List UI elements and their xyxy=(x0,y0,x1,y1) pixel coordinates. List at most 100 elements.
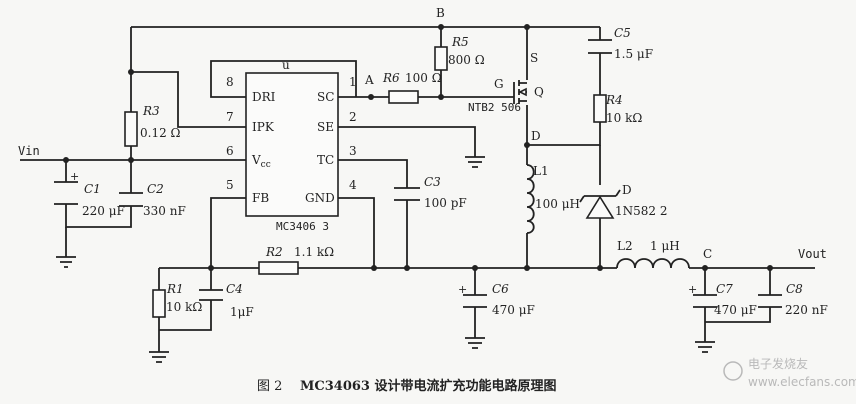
l1-value: 100 μH xyxy=(535,197,580,211)
r3-ref: R3 xyxy=(142,104,160,118)
d-ref: D xyxy=(622,183,632,197)
q-ref: Q xyxy=(534,85,544,99)
r2-value: 1.1 kΩ xyxy=(294,245,334,259)
c8-value: 220 nF xyxy=(785,303,828,317)
junction xyxy=(208,265,214,271)
c8-ref: C8 xyxy=(786,282,803,296)
capacitor-c5: C5 1.5 μF xyxy=(588,26,653,61)
c2-ref: C2 xyxy=(147,182,164,196)
vcc-sub: cc xyxy=(261,160,271,170)
caption-fig: 图 2 xyxy=(257,379,282,394)
ground-icon xyxy=(695,341,715,353)
junction xyxy=(702,265,708,271)
junction xyxy=(597,265,603,271)
junction xyxy=(524,142,530,148)
inductor-l2: L2 1 μH xyxy=(616,239,690,269)
ground-icon xyxy=(465,156,485,168)
c7-polarity: + xyxy=(688,283,697,296)
junction xyxy=(371,265,377,271)
junction xyxy=(767,265,773,271)
r1-ref: R1 xyxy=(166,282,184,296)
ground-icon xyxy=(56,256,76,268)
watermark: 电子发烧友 www.elecfans.com xyxy=(723,356,856,389)
resistor-r3: R3 0.12 Ω xyxy=(124,104,181,147)
ground-icon xyxy=(149,351,169,363)
d-value: 1N582 2 xyxy=(615,204,668,218)
ic-pin-num: 1 xyxy=(349,75,357,89)
watermark-text: 电子发烧友 xyxy=(748,356,808,371)
c1-ref: C1 xyxy=(84,182,101,196)
junctions xyxy=(63,24,773,271)
c3-value: 100 pF xyxy=(424,196,467,210)
l2-ref: L2 xyxy=(617,239,633,253)
ic-pin-num: 3 xyxy=(349,144,357,158)
node-u: u xyxy=(282,58,290,72)
junction xyxy=(438,24,444,30)
node-g: G xyxy=(494,77,504,91)
c5-ref: C5 xyxy=(614,26,631,40)
r3-value: 0.12 Ω xyxy=(140,126,181,140)
resistor-r5: R5 800 Ω xyxy=(434,35,485,71)
node-b: B xyxy=(436,6,445,20)
ic-mc34063: 8 DRI 7 IPK 6 Vcc 5 FB 1 SC 2 SE 3 TC 4 … xyxy=(226,72,357,233)
c4-value: 1μF xyxy=(230,305,254,319)
r1-value: 10 kΩ xyxy=(166,300,202,314)
l2-value: 1 μH xyxy=(650,239,680,253)
ic-pin-label: Vcc xyxy=(251,153,271,170)
ground-symbols xyxy=(56,156,715,363)
junction xyxy=(368,94,374,100)
figure-caption: 图 2 MC34063 设计带电流扩充功能电路原理图 xyxy=(257,378,557,394)
c1-polarity: + xyxy=(70,170,79,183)
ic-pin-num: 8 xyxy=(226,75,234,89)
ic-body xyxy=(245,72,339,217)
ground-icon xyxy=(465,337,485,349)
caption-text: MC34063 设计带电流扩充功能电路原理图 xyxy=(300,378,557,394)
c6-value: 470 μF xyxy=(492,303,535,317)
l1-ref: L1 xyxy=(533,164,549,178)
wires xyxy=(20,26,815,352)
r4-value: 10 kΩ xyxy=(606,111,642,125)
c5-value: 1.5 μF xyxy=(614,47,653,61)
capacitor-c8: C8 220 nF xyxy=(758,282,828,317)
ic-pin-label: IPK xyxy=(252,120,275,134)
ic-pin-label: FB xyxy=(252,191,269,205)
junction xyxy=(128,69,134,75)
node-labels: B A u S G D C Vin Vout xyxy=(18,6,827,261)
junction xyxy=(438,94,444,100)
r6-value: 100 Ω xyxy=(405,71,442,85)
watermark-logo-icon xyxy=(723,361,743,381)
resistor-r1: R1 10 kΩ xyxy=(152,282,202,318)
r6-ref: R6 xyxy=(382,71,400,85)
resistor-r2: R2 1.1 kΩ xyxy=(258,245,334,275)
c2-value: 330 nF xyxy=(143,204,186,218)
inductor-l1: L1 100 μH xyxy=(526,164,580,234)
r4-ref: R4 xyxy=(605,93,623,107)
c1-value: 220 μF xyxy=(82,204,125,218)
vcc-main: V xyxy=(251,153,261,167)
c4-ref: C4 xyxy=(226,282,243,296)
junction xyxy=(404,265,410,271)
r5-value: 800 Ω xyxy=(448,53,485,67)
junction xyxy=(524,24,530,30)
node-a: A xyxy=(364,73,374,87)
resistor-r6: R6 100 Ω xyxy=(382,71,442,104)
ic-pin-num: 4 xyxy=(349,178,357,192)
junction xyxy=(63,157,69,163)
capacitor-c2: C2 330 nF xyxy=(119,182,186,218)
ic-pin-label: GND xyxy=(305,191,335,205)
watermark-url: www.elecfans.com xyxy=(748,375,856,389)
capacitor-c3: C3 100 pF xyxy=(394,175,467,210)
junction xyxy=(128,157,134,163)
capacitor-c6: + C6 470 μF xyxy=(458,282,535,317)
c6-polarity: + xyxy=(458,283,467,296)
r5-ref: R5 xyxy=(451,35,469,49)
ic-pin-label: DRI xyxy=(252,90,276,104)
c7-value: 470 μF xyxy=(714,303,757,317)
ic-pin-num: 7 xyxy=(226,110,234,124)
node-s: S xyxy=(530,51,538,65)
diode-d: D 1N582 2 xyxy=(579,183,668,219)
ic-pin-num: 6 xyxy=(226,144,234,158)
mosfet-q: Q NTB2 506 xyxy=(468,80,544,114)
junction xyxy=(472,265,478,271)
